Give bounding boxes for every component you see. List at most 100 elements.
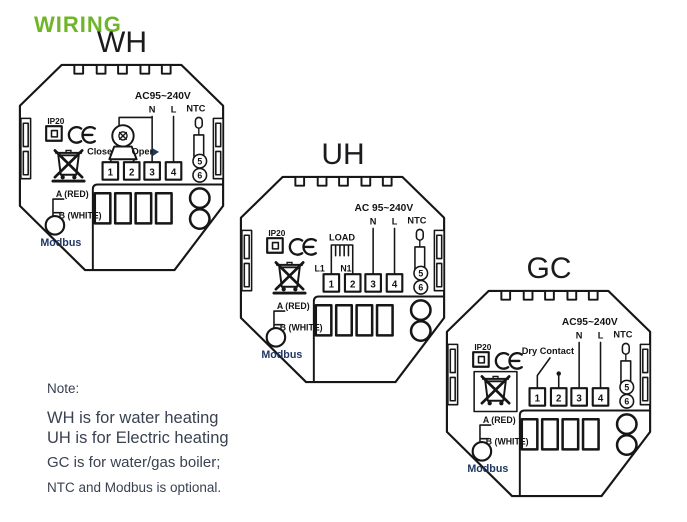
- mount-notch: [117, 63, 128, 75]
- live-label: L: [598, 331, 604, 341]
- device-uh: UH AC 95~240V N: [238, 138, 448, 384]
- ce-letter-c: [494, 351, 510, 370]
- wiring-slot: [314, 303, 333, 337]
- sensor-terminal-6-number: 6: [197, 171, 202, 181]
- dry-contact-label: Dry Contact: [522, 346, 574, 356]
- note-line-wh: WH is for water heating: [47, 409, 219, 427]
- device-gc: GC AC95~240V N: [444, 252, 654, 498]
- ip-rating-label: IP20: [474, 343, 491, 352]
- heating-element-group: LOAD L1 N1: [315, 233, 355, 275]
- power-rating-label: AC 95~240V: [355, 203, 414, 214]
- note-line-ntc: NTC and Modbus is optional.: [47, 480, 222, 495]
- modbus-port: [44, 215, 66, 236]
- terminal-3: [364, 273, 382, 293]
- ntc-bulb: [194, 116, 203, 129]
- sensor-terminals: 5 6: [192, 153, 208, 183]
- backplate-edge: [312, 295, 445, 383]
- ip20-icon: IP20: [472, 343, 492, 368]
- device-outline: [445, 289, 652, 498]
- side-clip-right: [433, 229, 445, 292]
- clip-slot: [639, 343, 651, 406]
- sensor-terminal-6: [413, 279, 429, 295]
- weee-wheel: [60, 175, 65, 180]
- neutral-label: N: [370, 217, 377, 227]
- neutral-label: N: [149, 105, 156, 115]
- terminal-3-number: 3: [149, 167, 155, 178]
- heater-leads: [330, 254, 354, 275]
- ce-letter-e: [81, 125, 96, 144]
- modbus-group: A (RED) B (WHITE) Modbus: [261, 301, 322, 361]
- wiring-slot: [561, 417, 580, 451]
- clip-slot-inner: [215, 122, 222, 148]
- modbus-a-label: A (RED): [277, 301, 310, 311]
- ce-letter-c: [288, 237, 304, 256]
- valve-actuator-group: Close Open: [87, 116, 159, 163]
- wiring-slot: [134, 191, 153, 225]
- ce-letter-e: [302, 237, 317, 256]
- terminal-1-number: 1: [108, 167, 114, 178]
- wiring-slots: [520, 417, 600, 451]
- terminal-4: [591, 387, 610, 407]
- clip-slot: [433, 229, 445, 292]
- terminal-block: 1 2 3 4: [322, 273, 404, 293]
- modbus-label: Modbus: [467, 463, 508, 475]
- l1-label: L1: [315, 264, 325, 274]
- side-clip-right: [212, 117, 224, 180]
- ip-rating-label: IP20: [268, 229, 285, 238]
- ntc-label: NTC: [186, 104, 205, 114]
- sensor-terminal-5-number: 5: [418, 269, 423, 279]
- wiring-slots: [93, 191, 173, 225]
- device-wh: WH AC95~240V N: [17, 26, 227, 272]
- weee-wheel: [487, 401, 492, 406]
- ntc-label: NTC: [613, 330, 632, 340]
- weee-wheel: [72, 175, 77, 180]
- modbus-port: [265, 327, 287, 348]
- modbus-b-label: B (WHITE): [59, 211, 102, 221]
- modbus-label: Modbus: [40, 237, 81, 249]
- weee-bin-icon: [272, 261, 307, 295]
- ce-letter-e: [508, 351, 523, 370]
- page-title: WIRING: [34, 12, 122, 37]
- power-rating-label: AC95~240V: [562, 317, 618, 328]
- device-diagram: AC 95~240V N L NTC 1 2 3 4: [239, 175, 446, 384]
- wiring-slot: [581, 417, 600, 451]
- modbus-wire: [273, 310, 286, 329]
- terminal-4: [385, 273, 404, 293]
- weee-bin-icon: [473, 370, 518, 413]
- screw-hole: [409, 299, 432, 322]
- mount-notch: [500, 289, 512, 301]
- mount-notch: [566, 289, 578, 301]
- sensor-terminal-5-number: 5: [197, 157, 202, 167]
- load-label: LOAD: [329, 233, 355, 243]
- switch-pivot: [556, 371, 561, 376]
- device-outline: [18, 63, 225, 272]
- weee-bin-icon: [51, 149, 86, 183]
- terminal-1-number: 1: [329, 279, 335, 290]
- weee-wheel: [281, 287, 286, 292]
- clip-slot-inner: [22, 150, 29, 176]
- modbus-port: [471, 441, 493, 462]
- weee-handle: [65, 149, 72, 154]
- clip-slot: [447, 343, 459, 406]
- power-rating-label: AC95~240V: [135, 91, 191, 102]
- wiring-slot: [540, 417, 560, 451]
- note-block: Note: WH is for water heating UH is for …: [47, 381, 297, 495]
- ce-letter-c: [67, 125, 83, 144]
- clip-slot-inner: [215, 150, 222, 176]
- valve-body: [108, 145, 138, 161]
- terminal-4-number: 4: [392, 279, 398, 290]
- terminal-4: [164, 161, 183, 181]
- ip20-inner-square: [477, 355, 486, 364]
- clip-slot-inner: [449, 348, 456, 374]
- ce-mark-icon: [67, 125, 96, 144]
- ip-rating-label: IP20: [47, 117, 64, 126]
- note-heading: Note:: [47, 381, 80, 396]
- close-label: Close: [87, 146, 112, 156]
- valve-motor-blades: [118, 131, 128, 140]
- mount-notch: [73, 63, 85, 75]
- ip20-inner-square: [271, 241, 280, 250]
- sensor-terminal-6: [192, 167, 208, 183]
- screw-hole: [188, 187, 211, 210]
- neutral-label: N: [576, 331, 583, 341]
